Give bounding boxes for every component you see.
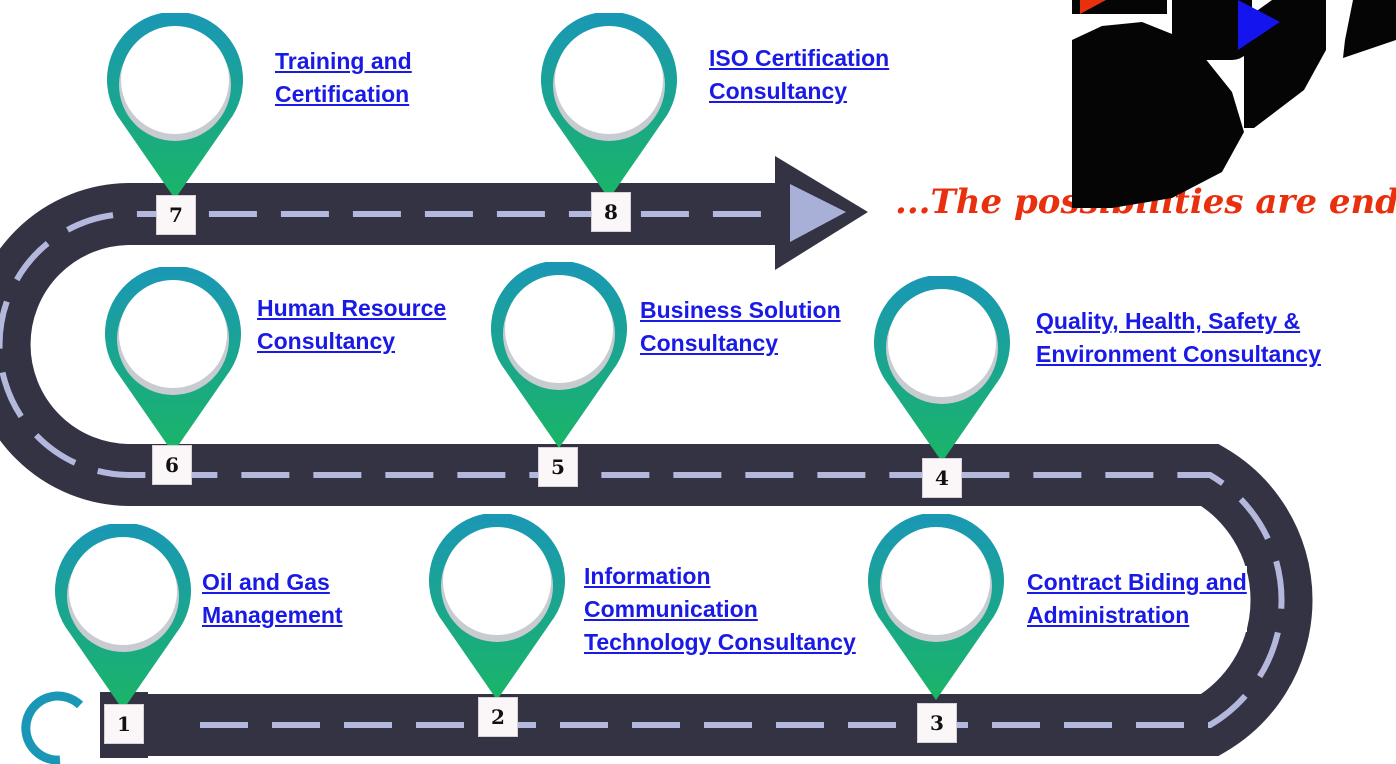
logo-red-accent-icon [1080, 0, 1106, 14]
step-1-label-line1: Oil and Gas [202, 569, 330, 595]
road-arrow-head-inner [790, 184, 846, 242]
step-number-6: 6 [152, 445, 192, 485]
pin-7-icon [105, 13, 245, 203]
start-ring-icon [21, 691, 84, 764]
logo-blue-accent-icon [1238, 0, 1280, 50]
pin-4-icon [872, 276, 1012, 466]
step-5-link[interactable]: Business Solution Consultancy [640, 294, 841, 360]
step-2-link[interactable]: Information Communication Technology Con… [584, 560, 856, 659]
pin-1-icon [53, 524, 193, 714]
step-8-link[interactable]: ISO Certification Consultancy [709, 42, 890, 108]
pin-6-icon [103, 267, 243, 457]
step-number-5: 5 [538, 447, 578, 487]
step-number-1: 1 [104, 704, 144, 744]
pin-8-icon [539, 13, 679, 203]
step-8-label-line1: ISO Certification [709, 45, 890, 71]
step-3-label-line1: Contract Biding and [1027, 569, 1247, 595]
pin-3-icon [866, 514, 1006, 704]
step-number-7: 7 [156, 195, 196, 235]
pin-2-icon [427, 514, 567, 704]
step-2-label-line1: Information [584, 563, 711, 589]
step-4-label-line2: Environment Consultancy [1036, 341, 1321, 367]
step-5-label-line2: Consultancy [640, 330, 779, 356]
step-6-label-line2: Consultancy [257, 328, 396, 354]
step-7-link[interactable]: Training and Certification [275, 45, 412, 111]
step-1-link[interactable]: Oil and Gas Management [202, 566, 343, 632]
step-4-link[interactable]: Quality, Health, Safety & Environment Co… [1036, 305, 1321, 371]
step-number-3: 3 [917, 703, 957, 743]
step-8-label-line2: Consultancy [709, 78, 848, 104]
pin-5-icon [489, 262, 629, 452]
logo-blob-far-right-icon [1343, 0, 1396, 58]
step-2-label-line3: Technology Consultancy [584, 629, 856, 655]
step-number-4: 4 [922, 458, 962, 498]
road-center-dashes [0, 211, 1285, 728]
step-1-label-line2: Management [202, 602, 343, 628]
step-2-label-line2: Communication [584, 596, 758, 622]
step-5-label-line1: Business Solution [640, 297, 841, 323]
step-3-label-line2: Administration [1027, 602, 1190, 628]
step-number-2: 2 [478, 697, 518, 737]
step-6-label-line1: Human Resource [257, 295, 447, 321]
step-number-8: 8 [591, 192, 631, 232]
step-7-label-line1: Training and [275, 48, 412, 74]
step-4-label-line1: Quality, Health, Safety & [1036, 308, 1301, 334]
step-7-label-line2: Certification [275, 81, 410, 107]
step-6-link[interactable]: Human Resource Consultancy [257, 292, 447, 358]
step-3-link[interactable]: Contract Biding and Administration [1027, 566, 1247, 632]
logo-blob-main-icon [1072, 22, 1244, 208]
